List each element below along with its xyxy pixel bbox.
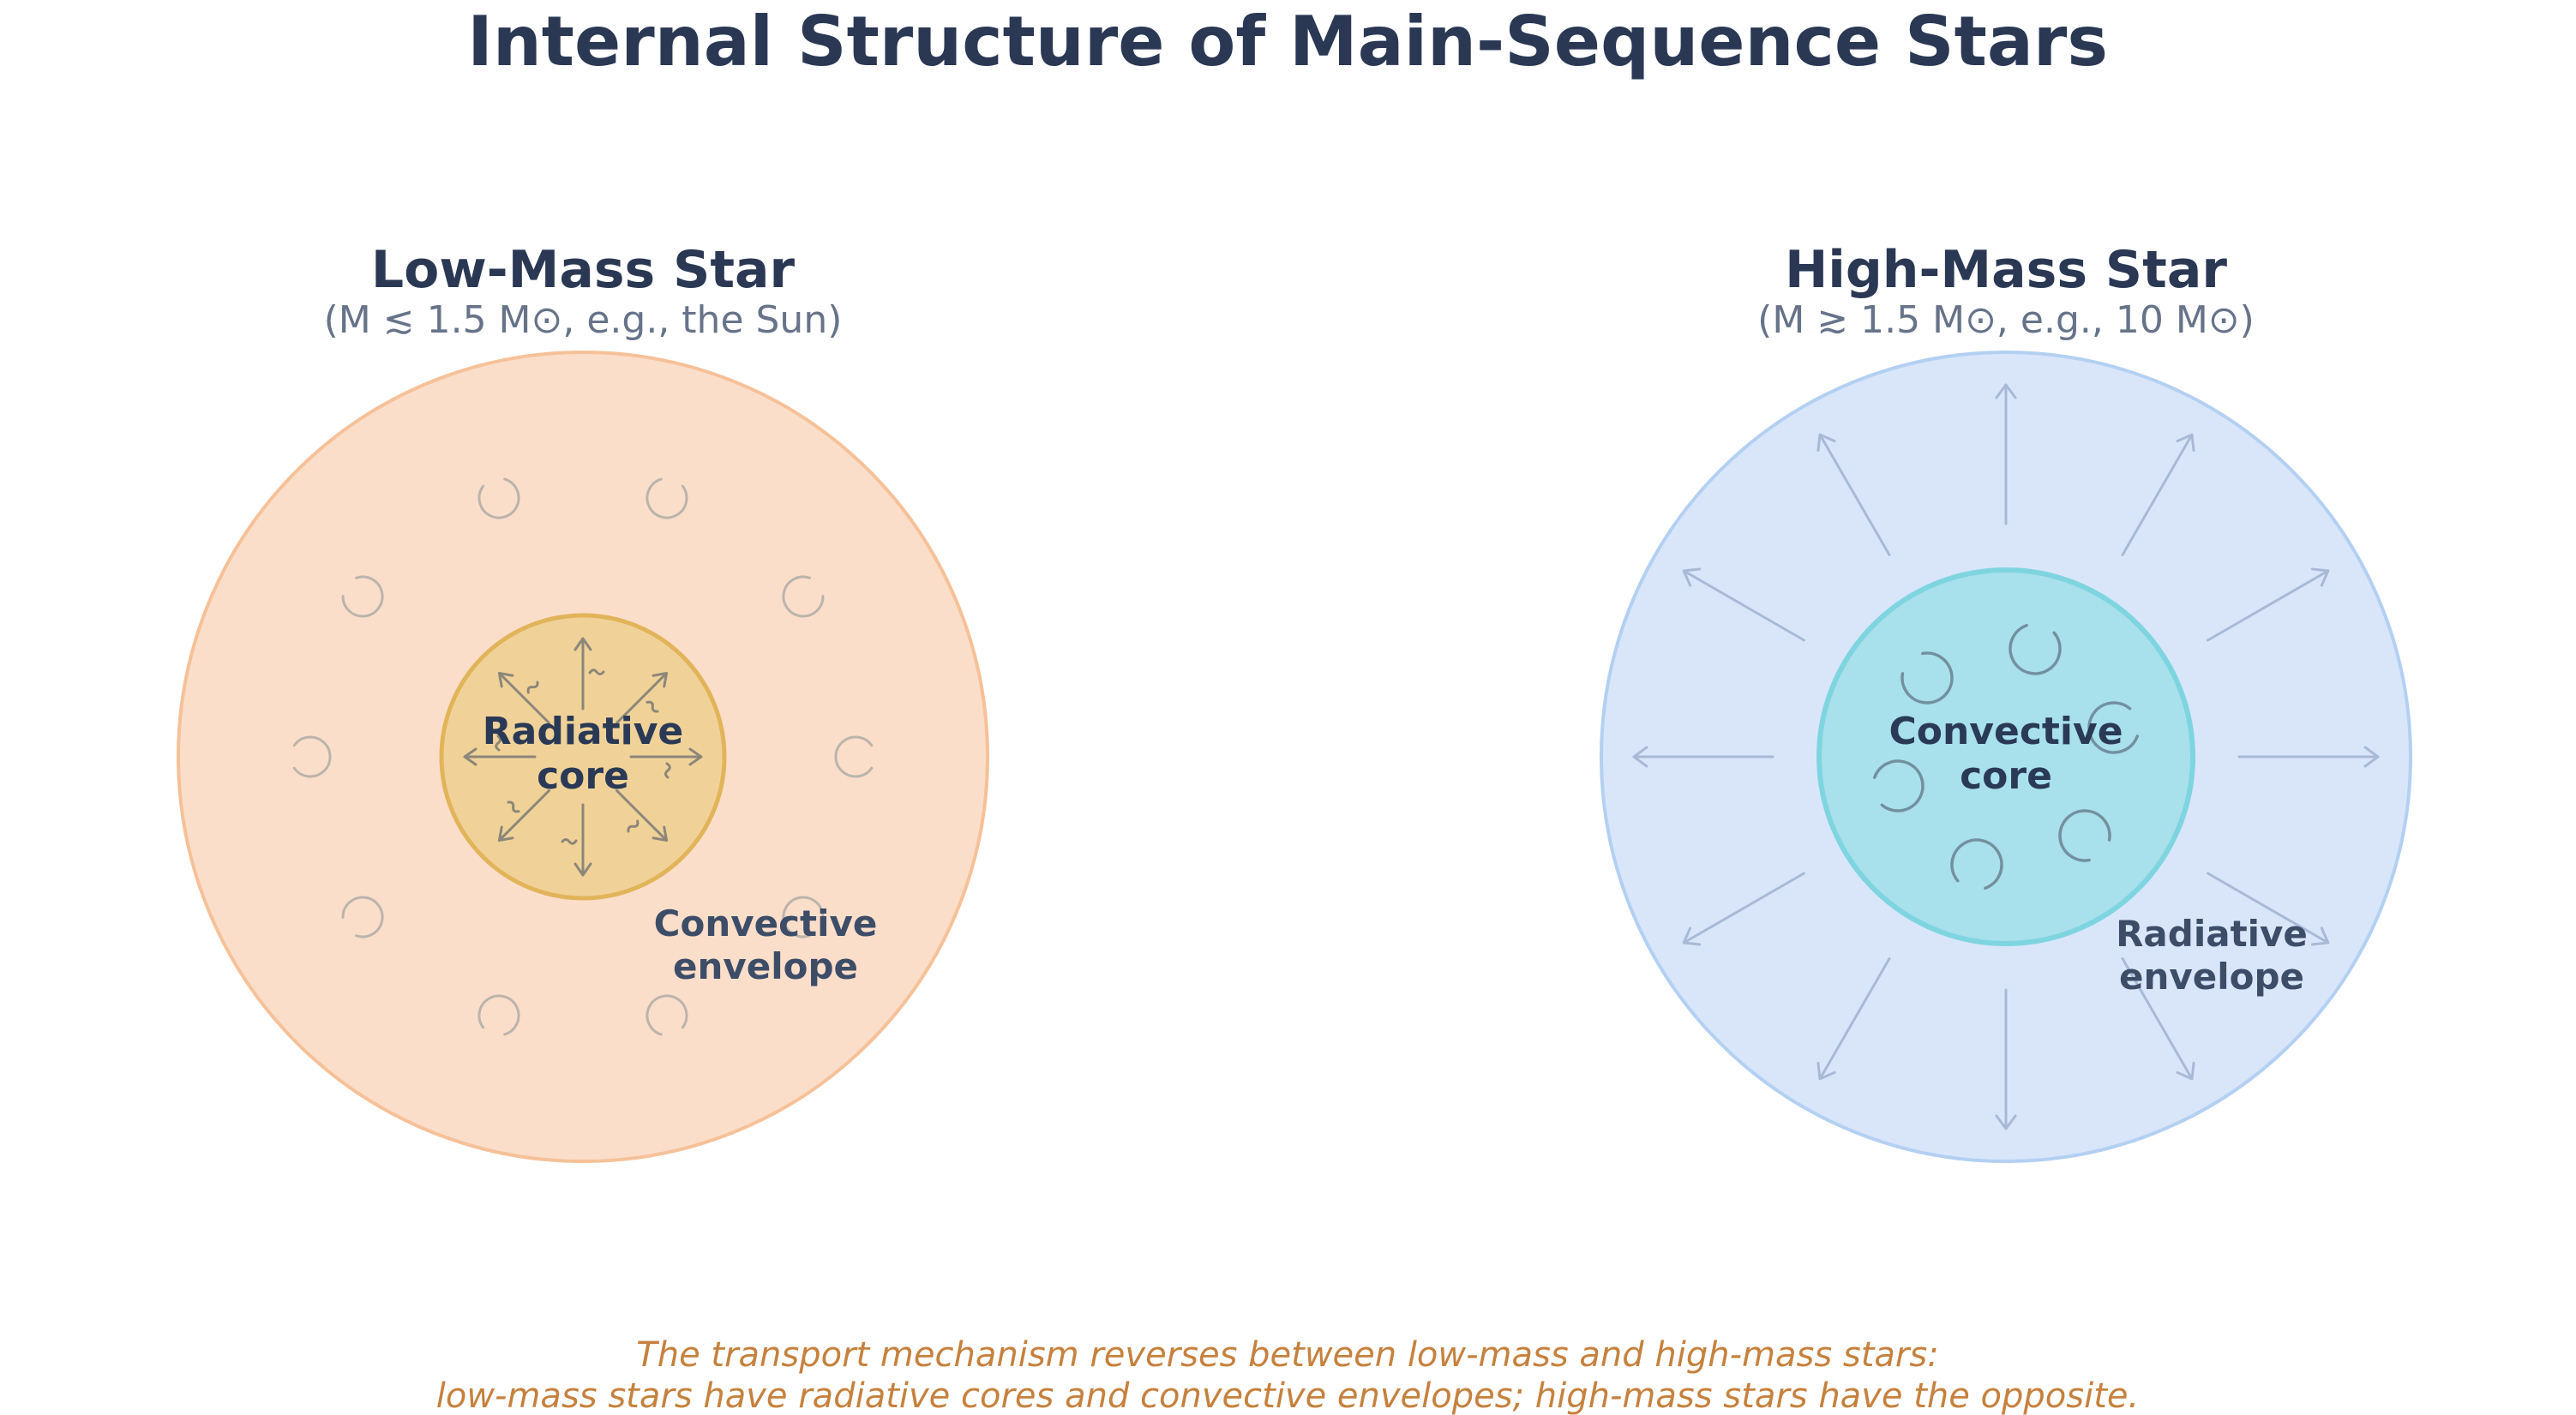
low-mass-subtitle: (M ≲ 1.5 M⊙, e.g., the Sun): [324, 298, 843, 342]
envelope-label-line1: Radiative: [2116, 913, 2308, 955]
radiative-core-label: Radiative core: [483, 710, 683, 798]
high-mass-heading: High-Mass Star: [1785, 240, 2227, 300]
caption-line2: low-mass stars have radiative cores and …: [436, 1376, 2140, 1415]
core-label-line1: Radiative: [483, 710, 683, 753]
envelope-label-line2: envelope: [2119, 956, 2304, 998]
caption-line1: The transport mechanism reverses between…: [636, 1335, 1938, 1375]
core-label-line2: core: [537, 754, 629, 798]
core-label-line2: core: [1960, 754, 2052, 798]
footer-caption: The transport mechanism reverses between…: [436, 1335, 2140, 1415]
page-title: Internal Structure of Main-Sequence Star…: [467, 2, 2108, 81]
high-mass-subtitle: (M ≳ 1.5 M⊙, e.g., 10 M⊙): [1757, 298, 2255, 342]
convective-core-label: Convective core: [1888, 710, 2123, 798]
convective-envelope-label: Convective envelope: [654, 902, 878, 987]
low-mass-star-figure: Low-Mass Star (M ≲ 1.5 M⊙, e.g., the Sun…: [177, 240, 989, 1163]
envelope-label-line1: Convective: [654, 902, 878, 944]
low-mass-heading: Low-Mass Star: [371, 240, 796, 300]
high-mass-star-figure: High-Mass Star (M ≳ 1.5 M⊙, e.g., 10 M⊙): [1600, 240, 2412, 1163]
convective-core-circle: [1816, 567, 2195, 946]
envelope-label-line2: envelope: [673, 945, 858, 987]
core-label-line1: Convective: [1888, 710, 2123, 753]
radiative-envelope-label: Radiative envelope: [2116, 913, 2308, 998]
